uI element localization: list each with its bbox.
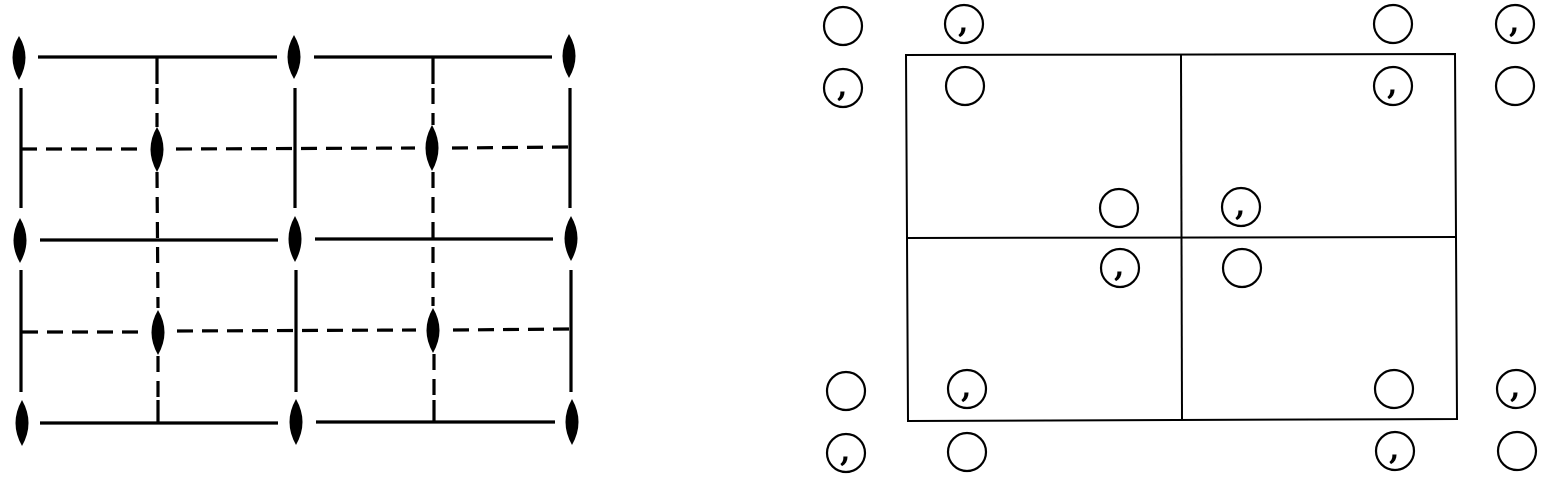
- glide-line: [451, 145, 571, 150]
- position-circle-comma: ,: [1495, 368, 1537, 410]
- twofold-axis-icon: [425, 125, 439, 171]
- glide-line: [452, 327, 572, 332]
- twofold-axes: [12, 34, 579, 446]
- position-circle-comma: ,: [946, 368, 988, 410]
- position-circle: [825, 370, 867, 412]
- symmetry-element-diagram: [12, 34, 579, 446]
- twofold-axis-icon: [287, 35, 301, 79]
- position-circle-comma: ,: [1099, 247, 1141, 289]
- svg-text:,: ,: [837, 69, 847, 104]
- position-circle-comma: ,: [822, 67, 864, 109]
- twofold-axis-icon: [289, 399, 303, 445]
- svg-text:,: ,: [1114, 249, 1124, 284]
- position-circle: [1496, 430, 1538, 472]
- svg-text:,: ,: [961, 370, 971, 405]
- position-circle-comma: ,: [943, 3, 985, 45]
- position-circle-comma: ,: [1374, 430, 1416, 472]
- svg-text:,: ,: [958, 5, 968, 40]
- position-circle: [946, 431, 988, 473]
- twofold-axis-icon: [288, 216, 302, 262]
- position-circle: [1373, 368, 1415, 410]
- svg-text:,: ,: [1387, 67, 1397, 102]
- position-circle: [1098, 187, 1140, 229]
- unit-cell-grid: [904, 52, 1459, 423]
- plain-positions: [822, 3, 1538, 473]
- twofold-axis-icon: [151, 310, 165, 355]
- svg-text:,: ,: [840, 434, 850, 469]
- svg-text:,: ,: [1389, 432, 1399, 467]
- glide-line: [175, 146, 416, 151]
- unit-cell-outline: [904, 52, 1459, 423]
- position-circle: [822, 5, 864, 47]
- position-circle: [944, 65, 986, 107]
- position-circle-comma: ,: [1220, 186, 1262, 228]
- svg-text:,: ,: [1509, 5, 1519, 40]
- twofold-axis-icon: [13, 218, 27, 263]
- glide-line: [176, 328, 417, 333]
- twofold-axis-icon: [15, 400, 29, 446]
- svg-text:,: ,: [1235, 188, 1245, 223]
- position-circle: [1221, 247, 1263, 289]
- twofold-axis-icon: [565, 399, 579, 445]
- glide-lines-horizontal: [21, 145, 572, 334]
- svg-text:,: ,: [1510, 370, 1520, 405]
- general-position-diagram: , , , , , , ,: [822, 3, 1538, 474]
- glide-line: [155, 171, 160, 309]
- position-circle: [1494, 65, 1536, 107]
- twofold-axis-icon: [12, 36, 26, 80]
- comma-positions: , , , , , , ,: [822, 3, 1537, 474]
- position-circle-comma: ,: [1494, 3, 1536, 45]
- twofold-axis-icon: [150, 127, 164, 172]
- position-circle: [1372, 3, 1414, 45]
- mirror-lines-vertical: [19, 57, 573, 423]
- position-circle-comma: ,: [825, 432, 867, 474]
- twofold-axis-icon: [562, 34, 576, 78]
- glide-lines-vertical: [155, 88, 436, 398]
- cell-divider-horizontal: [906, 236, 1457, 239]
- twofold-axis-icon: [426, 308, 440, 353]
- position-circle-comma: ,: [1372, 65, 1414, 107]
- twofold-axis-icon: [564, 216, 578, 261]
